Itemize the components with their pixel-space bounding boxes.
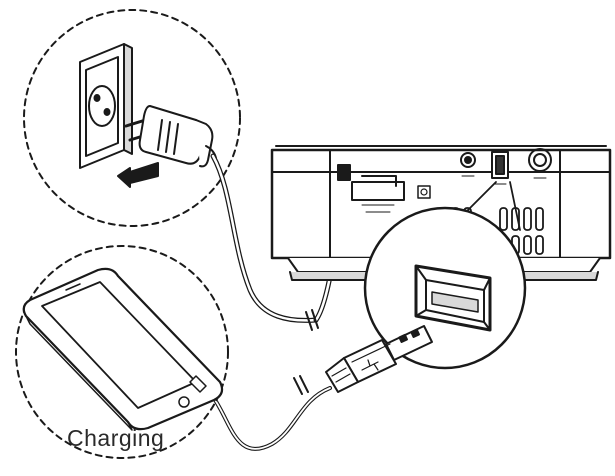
wall-outlet-detail (23, 9, 241, 227)
phone-charging-detail (15, 245, 229, 459)
usb-port-zoom (363, 206, 527, 370)
usb-plug (325, 325, 433, 393)
power-plug (124, 105, 217, 168)
phone-detail-circle (15, 245, 229, 459)
wall-socket (79, 43, 133, 169)
outlet-detail-circle (23, 9, 241, 227)
insert-arrow-icon (117, 162, 159, 188)
home-button (178, 396, 190, 408)
smartphone (22, 267, 224, 431)
power-button (528, 148, 552, 172)
dc-jack (460, 152, 476, 168)
charging-label: Charging (67, 425, 164, 451)
